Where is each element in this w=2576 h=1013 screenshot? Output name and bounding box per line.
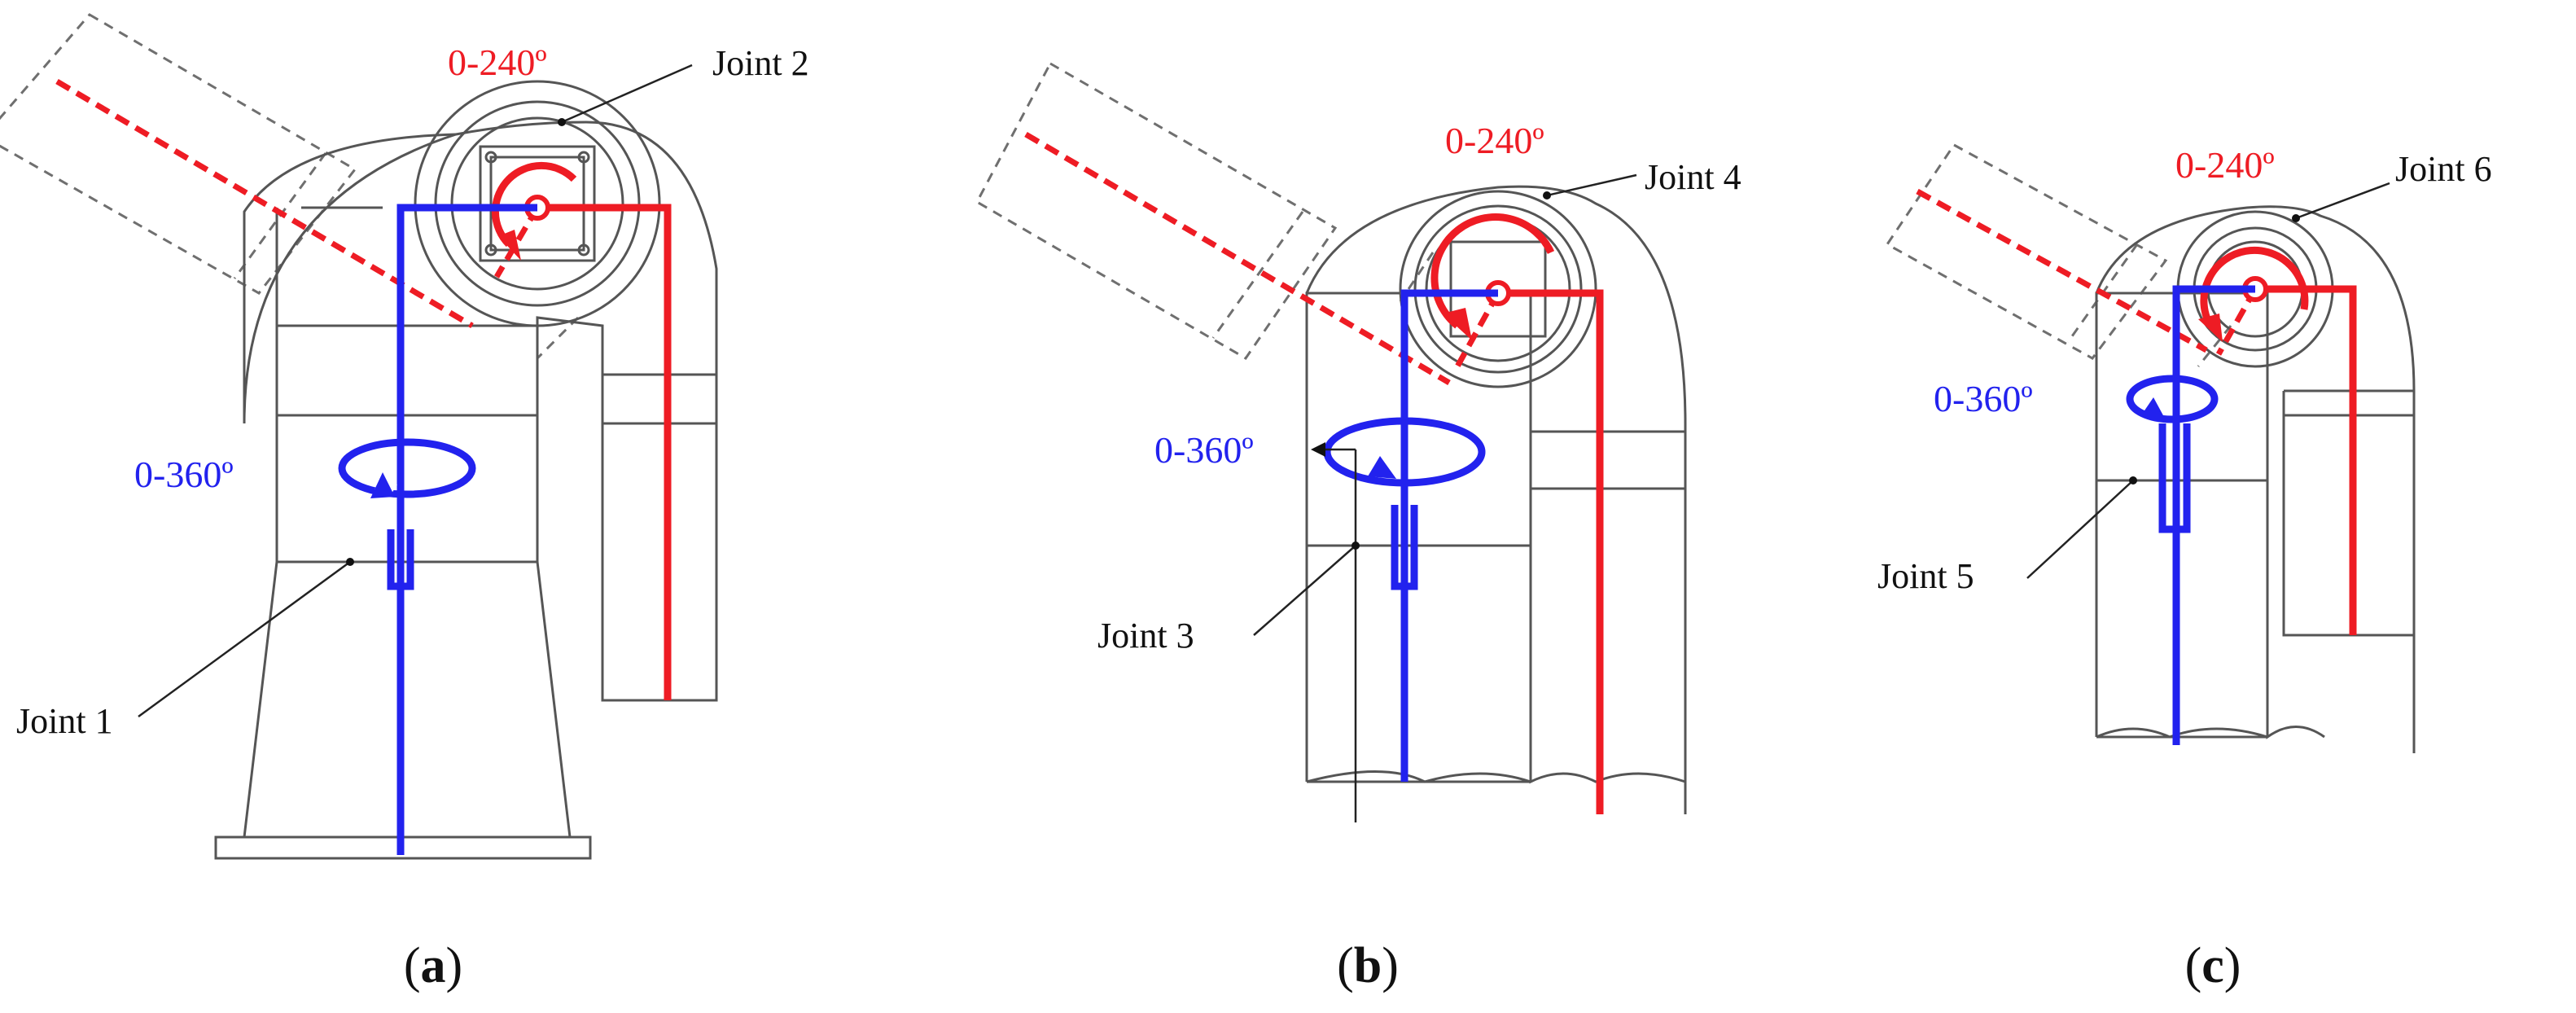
panel-a-twist-slot [387, 529, 414, 590]
panel-a-caption-letter: a [421, 938, 446, 993]
panel-c: 0-240º Joint 6 0-360º Joint 5 (c) [1877, 143, 2492, 993]
panel-c-twist-range-label: 0-360º [1934, 378, 2033, 419]
panel-b-caption-open: ( [1337, 938, 1354, 993]
panel-b-upper-joint-dot [1543, 191, 1551, 200]
panel-a-caption: (a) [404, 938, 462, 993]
panel-a-twist-arrowhead [370, 472, 395, 498]
panel-a-caption-close: ) [446, 938, 463, 993]
panel-b-dimension-arrowhead [1311, 442, 1325, 457]
panel-c-twist-axis [2126, 285, 2255, 745]
panel-a-twist-arrow [338, 438, 476, 498]
panel-b-rotation-axis [1024, 131, 1604, 814]
panel-b: 0-240º Joint 4 0-360º Joint 3 (b) [975, 61, 1741, 993]
panel-b-rotation-arrowhead [1443, 308, 1472, 340]
panel-c-upper-joint-dot [2292, 214, 2300, 222]
panel-a-upper-joint-dot [558, 118, 566, 126]
panel-c-lower-joint-dot [2129, 476, 2137, 485]
panel-b-caption: (b) [1337, 938, 1399, 993]
panel-b-upper-joint-leader [1546, 173, 1637, 197]
panel-c-caption-letter: c [2201, 938, 2224, 993]
panel-c-lower-joint-label: Joint 5 [1877, 556, 1974, 596]
panel-a-lower-joint-label: Joint 1 [16, 701, 113, 741]
panel-a-caption-open: ( [404, 938, 421, 993]
panel-a-body [214, 80, 718, 860]
panel-a-upper-joint-label: Joint 2 [712, 43, 809, 83]
panel-b-ghost-arm [975, 61, 1435, 360]
panel-a-upper-joint-leader [561, 64, 693, 124]
panel-b-twist-arrowhead [1368, 456, 1396, 479]
panel-a-rotation-axis [55, 78, 672, 700]
panel-b-lower-joint-leader [1253, 545, 1356, 636]
panel-c-upper-joint-label: Joint 6 [2395, 149, 2492, 189]
panel-a-rotation-arrow [491, 161, 577, 248]
panel-b-dimension-line [1323, 448, 1357, 822]
panel-a: 0-240º Joint 2 0-360º Joint 1 (a) [0, 13, 809, 993]
panel-b-twist-slot [1391, 505, 1418, 590]
panel-b-lower-joint-dot [1352, 542, 1360, 550]
panel-a-lower-joint-leader [138, 560, 351, 718]
panel-c-caption-close: ) [2224, 938, 2241, 993]
panel-c-lower-joint-leader [2026, 480, 2134, 579]
panel-b-lower-joint-label: Joint 3 [1097, 616, 1194, 656]
panel-a-rotation-arrowhead [498, 230, 521, 261]
panel-c-rotation-arrow [2200, 246, 2309, 328]
panel-b-twist-arrow [1323, 417, 1486, 487]
panel-a-lower-joint-dot [346, 558, 354, 566]
panel-b-rotation-range-label: 0-240º [1445, 120, 1544, 161]
panel-c-caption-open: ( [2185, 938, 2202, 993]
panel-b-caption-letter: b [1354, 938, 1382, 993]
panel-a-twist-range-label: 0-360º [134, 454, 234, 495]
panel-b-upper-joint-label: Joint 4 [1645, 157, 1741, 197]
panel-c-rotation-range-label: 0-240º [2175, 144, 2275, 186]
panel-b-caption-close: ) [1382, 938, 1399, 993]
panel-b-twist-axis [1323, 289, 1498, 782]
panel-c-twist-arrowhead [2141, 397, 2164, 417]
panel-c-rotation-arrowhead [2198, 314, 2223, 342]
panel-a-rotation-range-label: 0-240º [448, 42, 547, 83]
panel-c-twist-arrow [2126, 375, 2219, 423]
panel-c-upper-joint-leader [2295, 182, 2390, 220]
panel-b-twist-range-label: 0-360º [1154, 429, 1254, 471]
panel-a-twist-axis [338, 204, 537, 855]
panel-c-caption: (c) [2185, 938, 2241, 993]
panel-c-twist-slot [2158, 423, 2191, 533]
panel-b-rotation-arrow [1430, 213, 1555, 329]
